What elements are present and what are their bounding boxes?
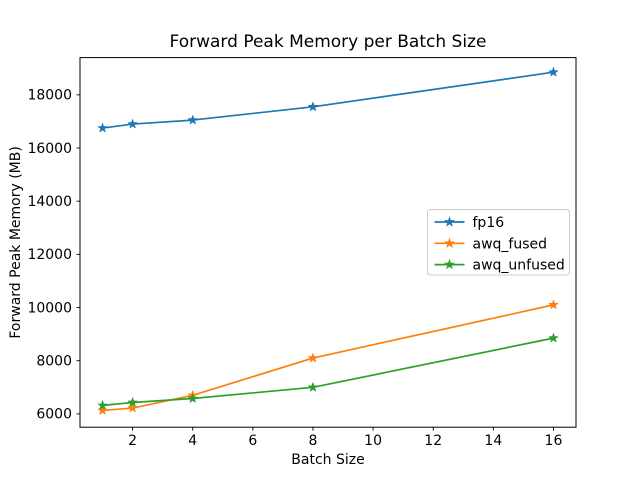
marker-fp16 [187,115,198,125]
legend-label-fp16: fp16 [473,215,505,231]
x-tick-label: 2 [128,433,137,449]
marker-awq_unfused [127,397,138,407]
y-tick-label: 18000 [27,88,72,104]
marker-fp16 [127,119,138,129]
marker-fp16 [97,123,108,133]
y-tick-label: 10000 [27,300,72,316]
marker-awq_fused [97,405,108,415]
legend-marker-fp16 [443,216,456,227]
marker-awq_fused [127,403,138,413]
marker-awq_unfused [548,333,559,343]
marker-fp16 [308,101,318,111]
y-tick-label: 16000 [27,141,72,157]
legend-marker-awq_unfused [443,258,456,270]
x-tick-label: 6 [248,433,257,449]
y-tick-label: 8000 [36,354,72,370]
x-tick-label: 10 [364,433,382,449]
x-tick-label: 12 [424,433,442,449]
marker-awq_unfused [187,393,198,403]
y-tick-label: 14000 [27,194,72,210]
x-tick-label: 16 [545,433,563,449]
marker-fp16 [548,67,559,77]
marker-awq_unfused [308,382,318,392]
x-tick-label: 4 [188,433,197,449]
marker-awq_unfused [97,400,108,410]
legend-box [427,209,570,276]
y-tick-label: 12000 [27,247,72,263]
y-tick-label: 6000 [36,407,72,423]
legend-marker-awq_fused [443,237,456,249]
legend-label-awq_fused: awq_fused [473,236,548,252]
y-axis-label: Forward Peak Memory (MB) [8,146,24,338]
marker-awq_fused [548,299,559,310]
x-tick-label: 14 [484,433,502,449]
legend-label-awq_unfused: awq_unfused [473,258,565,274]
x-tick-label: 8 [309,433,318,449]
chart-title: Forward Peak Memory per Batch Size [170,32,487,52]
x-axis-label: Batch Size [291,452,364,468]
marker-awq_fused [308,353,318,363]
